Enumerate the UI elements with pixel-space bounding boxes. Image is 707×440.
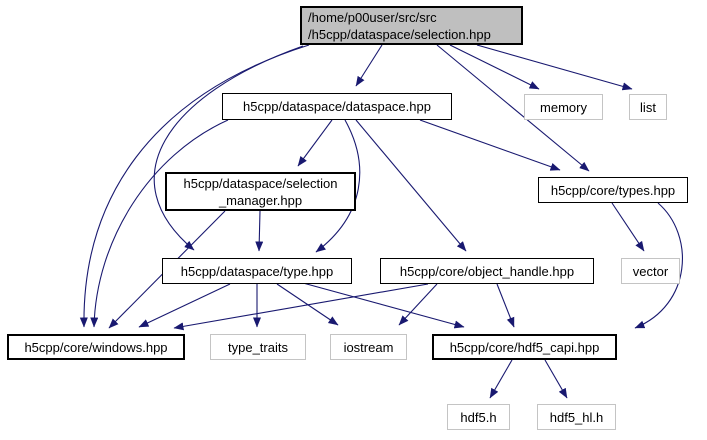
- node-label: hdf5_hl.h: [549, 409, 604, 425]
- edge-selection_manager-to-type: [255, 210, 264, 252]
- node-label: h5cpp/dataspace/selection: [183, 175, 338, 191]
- node-memory: memory: [524, 94, 603, 120]
- edge-object_handle-to-windows: [173, 283, 429, 331]
- node-label: h5cpp/core/types.hpp: [550, 182, 676, 198]
- node-dataspace[interactable]: h5cpp/dataspace/dataspace.hpp: [222, 93, 452, 120]
- node-label: h5cpp/core/windows.hpp: [24, 339, 168, 355]
- node-label: /h5cpp/dataspace/selection.hpp: [308, 26, 491, 42]
- edge-type-to-windows: [138, 283, 231, 328]
- node-label: vector: [632, 263, 669, 279]
- node-types[interactable]: h5cpp/core/types.hpp: [538, 177, 688, 203]
- edge-dataspace-to-types: [419, 119, 561, 171]
- edge-selection-to-type: [153, 45, 304, 251]
- node-label: h5cpp/dataspace/type.hpp: [180, 263, 334, 279]
- node-hdf5-hl-h: hdf5_hl.h: [537, 404, 616, 430]
- edge-types-to-hdf5_capi: [634, 202, 683, 329]
- node-label: iostream: [343, 339, 394, 355]
- edge-hdf5_capi-to-hdf5_h: [489, 359, 513, 399]
- edge-selection-to-dataspace: [355, 44, 383, 87]
- node-hdf5-capi[interactable]: h5cpp/core/hdf5_capi.hpp: [432, 334, 617, 360]
- edge-dataspace-to-type: [315, 119, 361, 253]
- node-label: type_traits: [228, 339, 288, 355]
- edge-hdf5_capi-to-hdf5_hl_h: [544, 359, 568, 399]
- node-selection-manager[interactable]: h5cpp/dataspace/selection_manager.hpp: [165, 172, 356, 211]
- node-label: h5cpp/dataspace/dataspace.hpp: [243, 99, 431, 114]
- node-label: hdf5.h: [460, 409, 497, 425]
- node-vector: vector: [621, 258, 680, 284]
- edge-type-to-hdf5_capi: [302, 282, 465, 329]
- edge-selection-to-windows: [79, 44, 310, 328]
- node-iostream: iostream: [330, 334, 407, 360]
- node-hdf5-h: hdf5.h: [447, 404, 510, 430]
- node-type-traits: type_traits: [210, 334, 306, 360]
- node-label: list: [640, 99, 656, 115]
- edge-object_handle-to-hdf5_capi: [496, 283, 515, 328]
- edge-dataspace-to-selection_manager: [297, 119, 333, 167]
- edge-selection-to-memory: [449, 44, 540, 90]
- edge-dataspace-to-object_handle: [355, 119, 467, 252]
- node-label: memory: [540, 99, 587, 115]
- node-label: h5cpp/core/hdf5_capi.hpp: [449, 339, 600, 355]
- node-list: list: [629, 94, 667, 120]
- edge-selection-to-types: [436, 44, 590, 172]
- node-windows[interactable]: h5cpp/core/windows.hpp: [7, 334, 185, 360]
- node-label: h5cpp/core/object_handle.hpp: [399, 263, 575, 279]
- edge-dataspace-to-windows: [90, 119, 229, 328]
- edge-selection-to-list: [476, 44, 633, 91]
- node-type[interactable]: h5cpp/dataspace/type.hpp: [162, 258, 352, 284]
- node-selection: /home/p00user/src/src/h5cpp/dataspace/se…: [300, 6, 523, 45]
- edge-object_handle-to-iostream: [398, 283, 438, 326]
- node-label: _manager.hpp: [218, 192, 303, 208]
- node-object-handle[interactable]: h5cpp/core/object_handle.hpp: [380, 258, 594, 284]
- edge-types-to-vector: [611, 202, 645, 252]
- node-label: /home/p00user/src/src: [308, 9, 437, 25]
